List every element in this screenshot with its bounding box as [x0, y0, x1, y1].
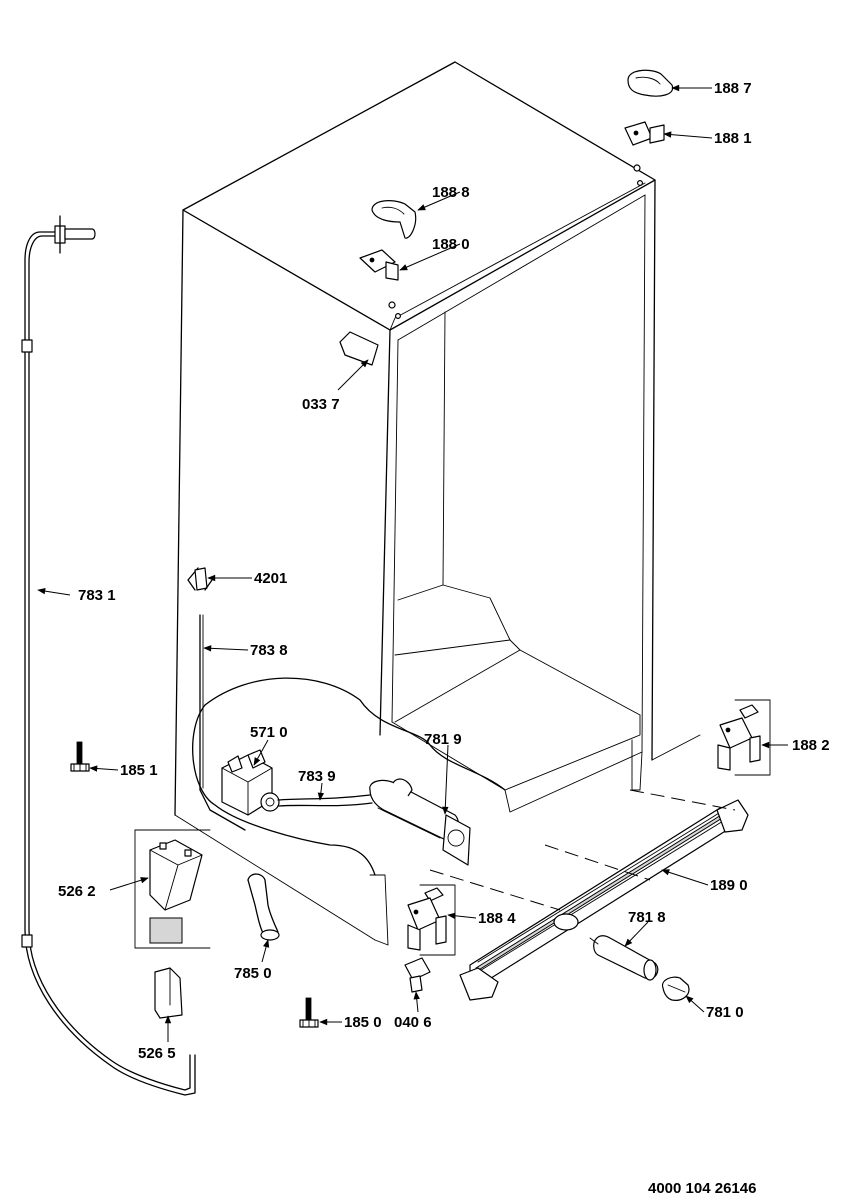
refrigerator-cabinet [174, 61, 701, 946]
water-supply-line [21, 215, 196, 1096]
leveling-leg-1 [70, 741, 90, 772]
label-188-0: 188 0 [432, 236, 470, 253]
label-526-2: 526 2 [58, 883, 96, 900]
document-number: 4000 104 26146 [648, 1180, 756, 1197]
label-188-2: 188 2 [792, 737, 830, 754]
lower-hinge-left [407, 884, 456, 956]
part-number-labels: 188 7 188 1 188 8 188 0 033 7 4201 783 1… [58, 80, 830, 1062]
control-module [134, 829, 211, 949]
label-185-1: 185 1 [120, 762, 158, 779]
label-783-1: 783 1 [78, 587, 116, 604]
top-hinge-bracket-right [624, 121, 665, 146]
valve-tubing [277, 794, 373, 807]
top-hinge-cover-left [371, 200, 417, 239]
label-526-5: 526 5 [138, 1045, 176, 1062]
leveling-leg-2 [299, 997, 319, 1028]
guide-dash-lines [429, 789, 736, 911]
filter-cap [661, 976, 690, 1001]
mounting-bracket [404, 957, 431, 993]
top-hinge-bracket-left [359, 249, 399, 281]
label-040-6: 040 6 [394, 1014, 432, 1031]
label-781-0: 781 0 [706, 1004, 744, 1021]
cover-plate [154, 967, 183, 1019]
label-188-8: 188 8 [432, 184, 470, 201]
label-571-0: 571 0 [250, 724, 288, 741]
label-188-7: 188 7 [714, 80, 752, 97]
top-hinge-cover-right [627, 69, 674, 97]
lower-hinge-right [717, 699, 771, 776]
label-4201: 4201 [254, 570, 287, 587]
side-label-tag [339, 331, 379, 366]
label-783-8: 783 8 [250, 642, 288, 659]
label-785-0: 785 0 [234, 965, 272, 982]
label-781-8: 781 8 [628, 909, 666, 926]
toe-grille [459, 799, 749, 1001]
label-188-4: 188 4 [478, 910, 516, 927]
water-filter-cartridge [589, 935, 659, 981]
water-line-short [199, 614, 246, 831]
label-033-7: 033 7 [302, 396, 340, 413]
water-filter-housing [369, 778, 471, 866]
wire-clip [187, 567, 213, 591]
drain-hose [247, 873, 280, 941]
label-781-9: 781 9 [424, 731, 462, 748]
water-valve [221, 749, 280, 816]
label-189-0: 189 0 [710, 877, 748, 894]
label-188-1: 188 1 [714, 130, 752, 147]
callout-leaders [37, 84, 788, 1042]
label-783-9: 783 9 [298, 768, 336, 785]
label-185-0: 185 0 [344, 1014, 382, 1031]
